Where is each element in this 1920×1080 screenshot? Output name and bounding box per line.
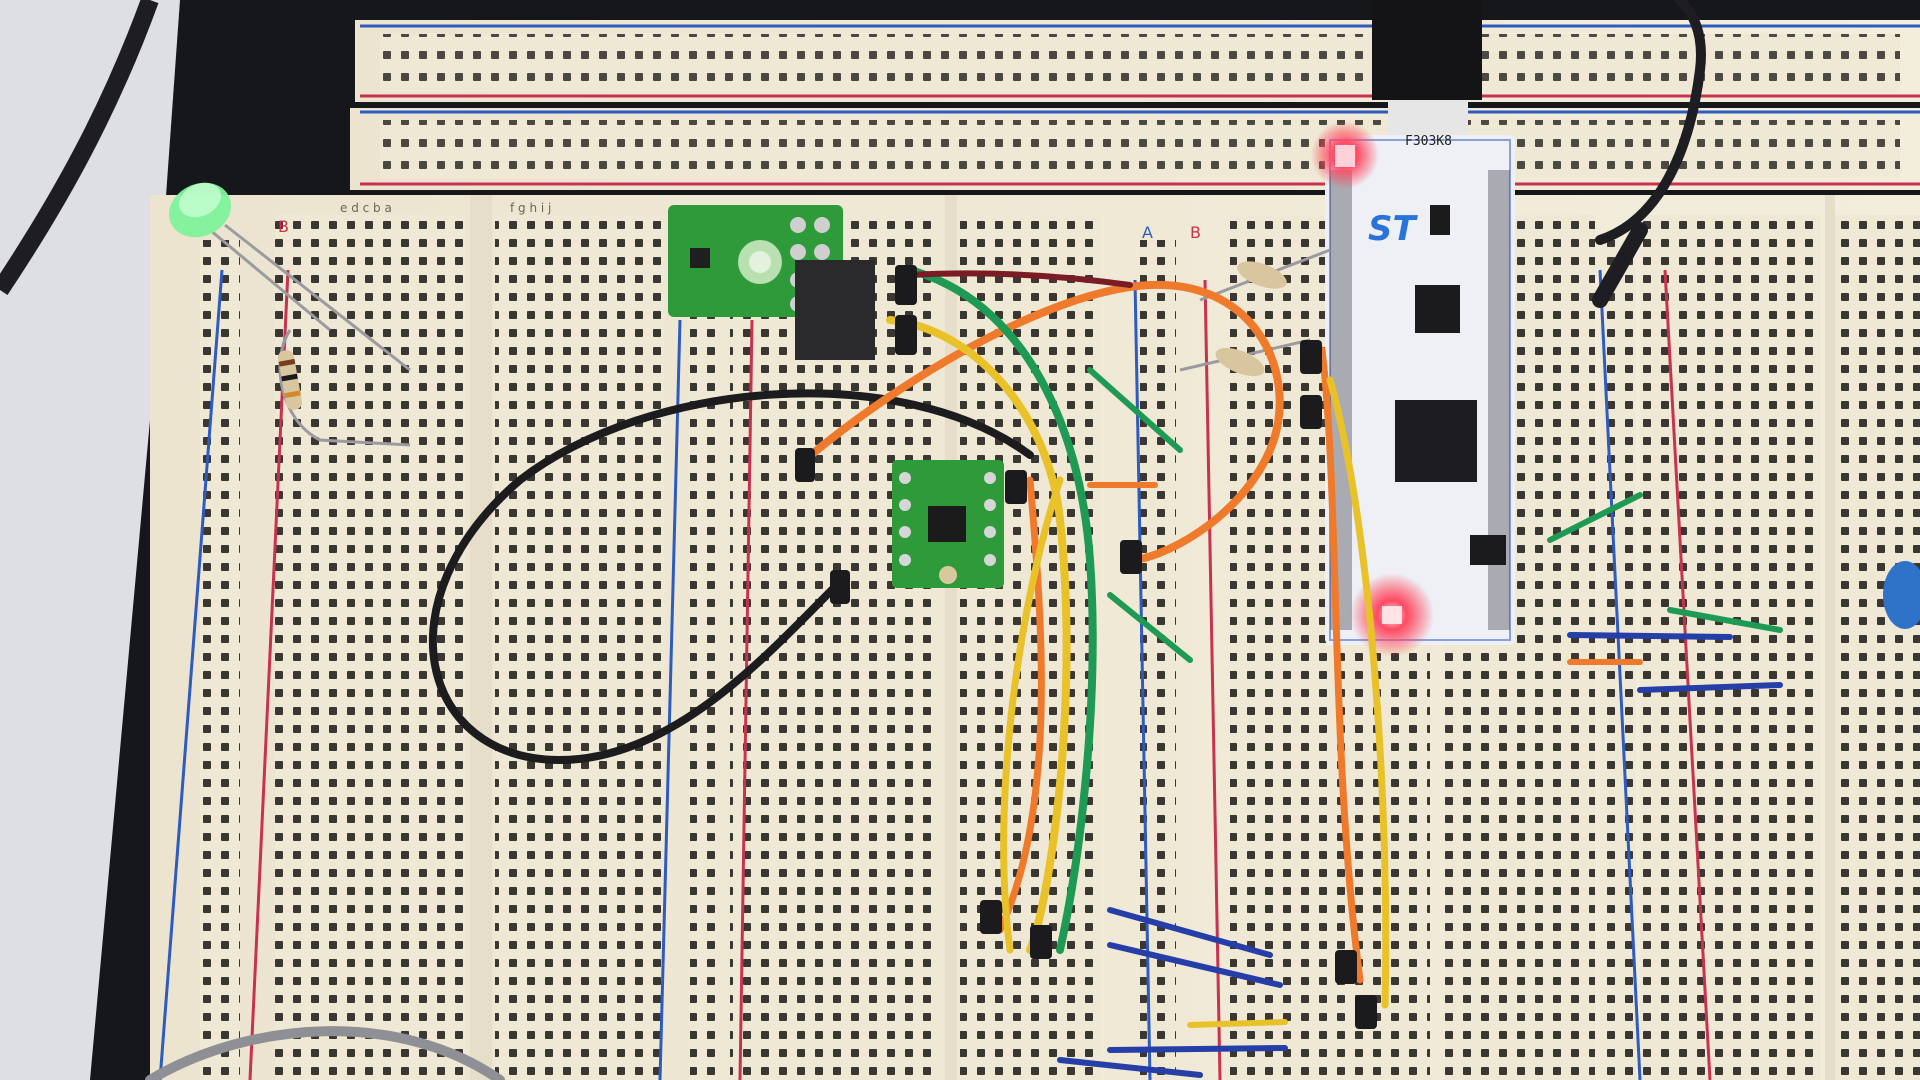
wire-orange-3 xyxy=(1318,346,1364,984)
usb-cable-left xyxy=(0,0,159,295)
st-logo: ST xyxy=(1368,209,1418,249)
wire-yellow-2 xyxy=(1000,476,1064,954)
wire-blue-bottom-1 xyxy=(1107,907,1273,958)
wire-green-short-2 xyxy=(1107,592,1193,663)
wire-blue-right-1 xyxy=(1567,632,1733,640)
wire-green-short-1 xyxy=(1087,367,1183,453)
wire-blue-right-2 xyxy=(1637,682,1783,693)
nucleo-f303k8-board: ST F303K8 xyxy=(1311,0,1515,657)
probe-cable-right xyxy=(1592,222,1648,308)
sensor-breakout-center xyxy=(892,460,1004,588)
column-letters-left: e d c b a xyxy=(340,201,392,215)
wire-plugs xyxy=(795,265,1377,1029)
rail-label-a: A xyxy=(1142,223,1153,242)
column-letters-right: f g h i j xyxy=(510,201,551,215)
resistors-near-mcu xyxy=(1179,248,1331,377)
wire-green-1 xyxy=(906,266,1097,954)
wire-yellow-bottom xyxy=(1187,1019,1288,1028)
wire-green-right-1 xyxy=(1547,492,1643,543)
resistor-left xyxy=(278,329,411,447)
wire-blue-bottom-2 xyxy=(1107,942,1283,988)
top-power-rails xyxy=(350,20,1920,190)
usb-cable-right xyxy=(1595,0,1706,245)
green-led xyxy=(168,182,411,372)
wire-blue-bottom-3 xyxy=(1107,1045,1288,1053)
wire-dark-red xyxy=(907,270,1133,288)
wire-yellow-1 xyxy=(886,316,1071,954)
wire-yellow-3 xyxy=(1326,376,1390,1009)
wire-orange-1 xyxy=(801,280,1284,564)
mcu-marking-label: F303K8 xyxy=(1405,134,1452,149)
blue-capacitor xyxy=(1883,561,1920,629)
rail-label-b: B xyxy=(1190,223,1201,242)
wire-blue-bottom-4 xyxy=(1057,1057,1203,1078)
rail-label-b-left: B xyxy=(278,217,289,236)
jumper-wires xyxy=(145,0,1783,1080)
wire-black-loop xyxy=(428,389,1034,765)
wire-orange-2 xyxy=(996,476,1045,934)
wire-green-right-2 xyxy=(1667,607,1783,633)
gray-cable-bottom xyxy=(145,1026,505,1080)
sensor-module-top xyxy=(668,205,875,360)
